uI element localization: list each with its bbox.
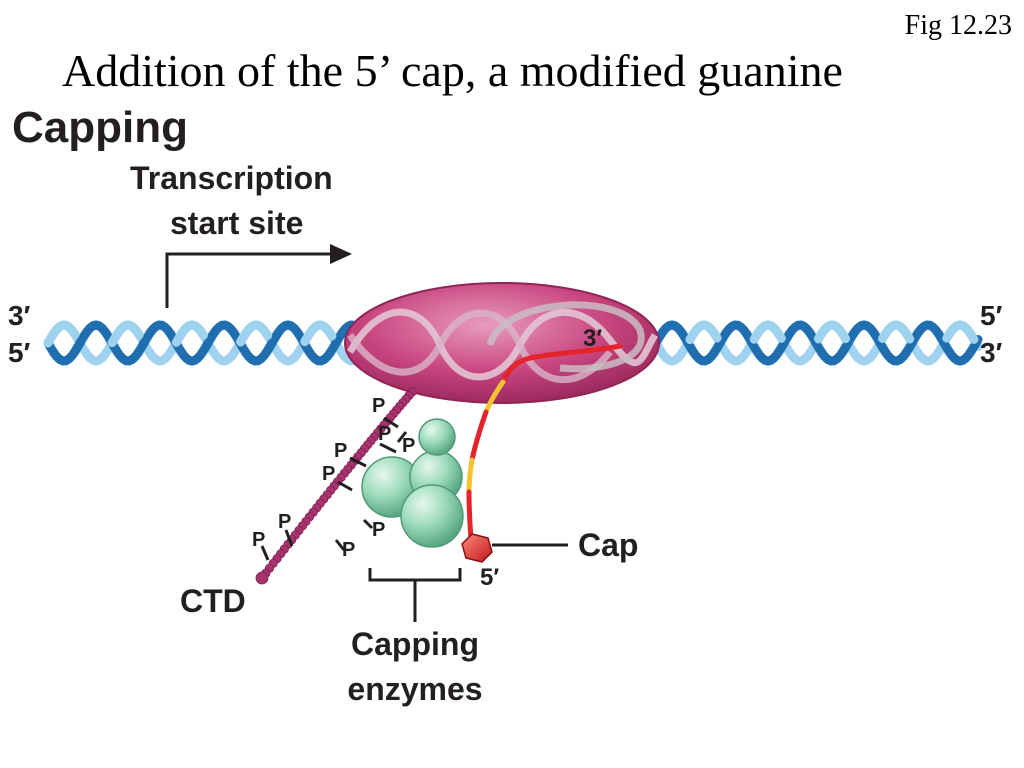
phosphate-label: P — [342, 539, 355, 561]
phosphate-bond — [379, 442, 397, 454]
phosphate-label: P — [322, 463, 335, 485]
cap-label: Cap — [578, 527, 638, 563]
rna-5prime-label: 5′ — [480, 564, 499, 591]
phosphate-label: P — [402, 435, 415, 457]
phosphate-bond — [396, 431, 408, 443]
phosphate-bond — [260, 545, 270, 561]
rna-polymerase — [344, 282, 660, 404]
nascent-rna — [466, 343, 623, 543]
phosphate-bond — [284, 529, 294, 547]
left-top-end-label: 3′ — [8, 300, 31, 331]
slide-title: Addition of the 5’ cap, a modified guani… — [62, 45, 843, 96]
right-bottom-end-label: 3′ — [980, 337, 1003, 368]
figure-label: Fig 12.23 — [904, 10, 1012, 41]
phosphate-label: P — [372, 519, 385, 541]
capping-enzymes-label-line1: Capping — [351, 626, 479, 662]
five-prime-cap — [461, 533, 568, 563]
phosphate-bond — [334, 539, 346, 551]
rna-3prime-label: 3′ — [583, 325, 602, 352]
left-bottom-end-label: 5′ — [8, 337, 31, 368]
phosphate-label: P — [378, 423, 391, 445]
capping-heading: Capping — [12, 103, 188, 152]
phosphate-bond — [362, 518, 374, 530]
phosphate-label: P — [252, 529, 265, 551]
phosphate-bond — [383, 416, 399, 429]
capping-enzymes-bracket — [368, 568, 462, 622]
capping-enzyme-complex — [361, 418, 464, 548]
phosphate-label: P — [278, 511, 291, 533]
tss-label-line1: Transcription — [130, 160, 333, 196]
ctd-bead — [255, 571, 269, 585]
phosphate-label: P — [334, 440, 347, 462]
right-top-end-label: 5′ — [980, 300, 1003, 331]
tss-label-line2: start site — [170, 205, 303, 241]
phosphate-bond — [337, 480, 353, 492]
phosphate-label: P — [372, 395, 385, 417]
ctd-label: CTD — [180, 583, 246, 619]
phosphate-bond — [349, 456, 367, 468]
tss-arrow — [165, 244, 352, 308]
capping-enzymes-label-line2: enzymes — [347, 671, 482, 707]
